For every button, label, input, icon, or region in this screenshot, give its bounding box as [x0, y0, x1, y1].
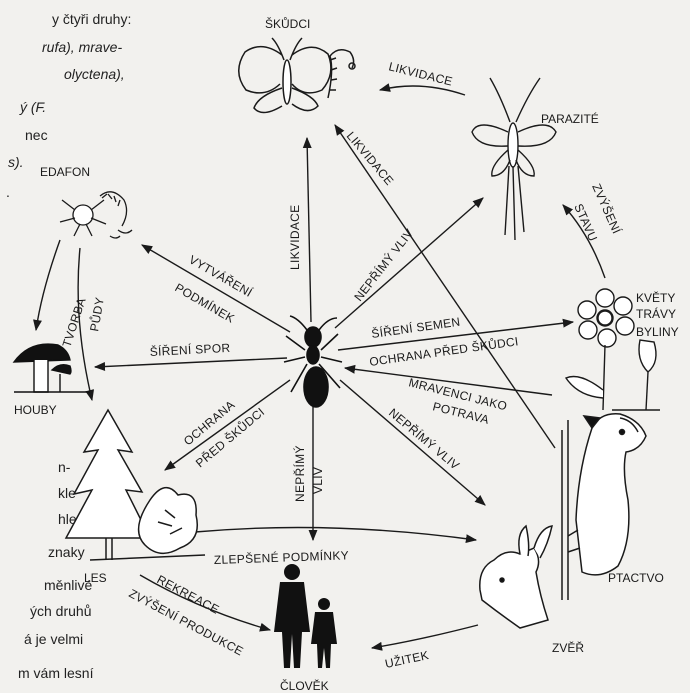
node-label-zver: ZVĚŘ: [552, 640, 584, 655]
forest-drawing: [64, 408, 206, 561]
node-label-edafon: EDAFON: [40, 165, 90, 179]
edge-label-sireni-spor: ŠÍŘENÍ SPOR: [149, 340, 230, 359]
arrow-kvety-to-parazite: [562, 204, 606, 279]
arrow-les-to-zver: [194, 526, 478, 544]
deer-drawing: [479, 524, 553, 629]
arrow-edafon-to-les: [77, 247, 95, 402]
arrow-les-to-clovek: [139, 574, 272, 632]
arrow-ant-to-houby: [93, 357, 288, 372]
text-fragment: olyctena),: [64, 66, 125, 82]
edge-label-likvidace-top: LIKVIDACE: [387, 59, 454, 88]
pest-drawing: [238, 37, 356, 114]
edge-label-tvorba-1: TVORBA: [60, 296, 89, 349]
text-fragment: á je velmi: [24, 631, 84, 647]
arrow-ant-to-kvety: [337, 318, 575, 351]
node-label-les: LES: [84, 571, 107, 585]
text-fragment: n-: [58, 459, 71, 475]
arrow-ant-to-les: [164, 379, 291, 471]
text-fragment: kle: [58, 485, 76, 501]
arrow-edafon-to-houby: [33, 239, 61, 332]
edge-label-likvidace-vert: LIKVIDACE: [288, 205, 302, 270]
bird-drawing: [561, 413, 647, 600]
parasite-drawing: [471, 77, 557, 241]
node-label-clovek: ČLOVĚK: [280, 678, 329, 693]
edge-label-nepriamy-down-1: NEPŘÍMÝ: [292, 445, 307, 502]
node-label-ptactvo: PTACTVO: [608, 571, 664, 585]
arrow-ant-to-zver: [339, 379, 486, 506]
edge-label-tvorba-2: PŮDY: [86, 296, 107, 333]
ant-drawing: [283, 315, 343, 408]
arrow-ant-to-edafon: [141, 244, 291, 333]
edge-label-uzitek: UŽITEK: [384, 647, 431, 671]
node-label-parazite: PARAZITÉ: [541, 111, 599, 126]
node-label-kvety-1: KVĚTY: [636, 290, 675, 305]
text-fragment: ých druhů: [30, 603, 92, 619]
edge-label-zlepsene: ZLEPŠENÉ PODMÍNKY: [214, 547, 350, 567]
mushroom-drawing: [12, 343, 90, 393]
flower-drawing: [564, 288, 660, 411]
text-fragment: s).: [8, 154, 24, 170]
arrow-ant-to-parazite: [334, 197, 484, 329]
text-fragment: rufa), mrave-: [42, 39, 123, 55]
arrow-zver-to-clovek: [370, 624, 479, 651]
text-fragment: ý (F.: [20, 99, 47, 115]
text-fragment: nec: [25, 127, 48, 143]
edge-label-zvyseni-2: STAVU: [571, 202, 600, 244]
arrow-ptactvo-to-ant: [343, 364, 553, 396]
text-fragment: měnlivé: [44, 577, 93, 593]
edafon-drawing: [59, 191, 133, 239]
arrow-parazite-to-skudci: [378, 83, 466, 96]
text-fragment: .: [6, 184, 10, 200]
text-fragment: m vám lesní: [18, 665, 94, 681]
node-label-skudci: ŠKŮDCI: [265, 16, 310, 31]
people-drawing: [274, 564, 337, 668]
arrow-ptactvo-to-skudci: [334, 124, 556, 449]
arrow-ant-to-skudci: [302, 136, 312, 323]
edge-label-nepriamy-down-2: VLIV: [311, 467, 325, 494]
node-label-kvety-3: BYLINY: [636, 325, 679, 339]
text-fragment: znaky: [48, 544, 85, 560]
node-label-houby: HOUBY: [14, 403, 57, 417]
text-fragment: y čtyři druhy:: [52, 11, 132, 27]
edge-label-likvidace-diag: LIKVIDACE: [344, 129, 397, 188]
node-label-kvety-2: TRÁVY: [636, 306, 676, 321]
